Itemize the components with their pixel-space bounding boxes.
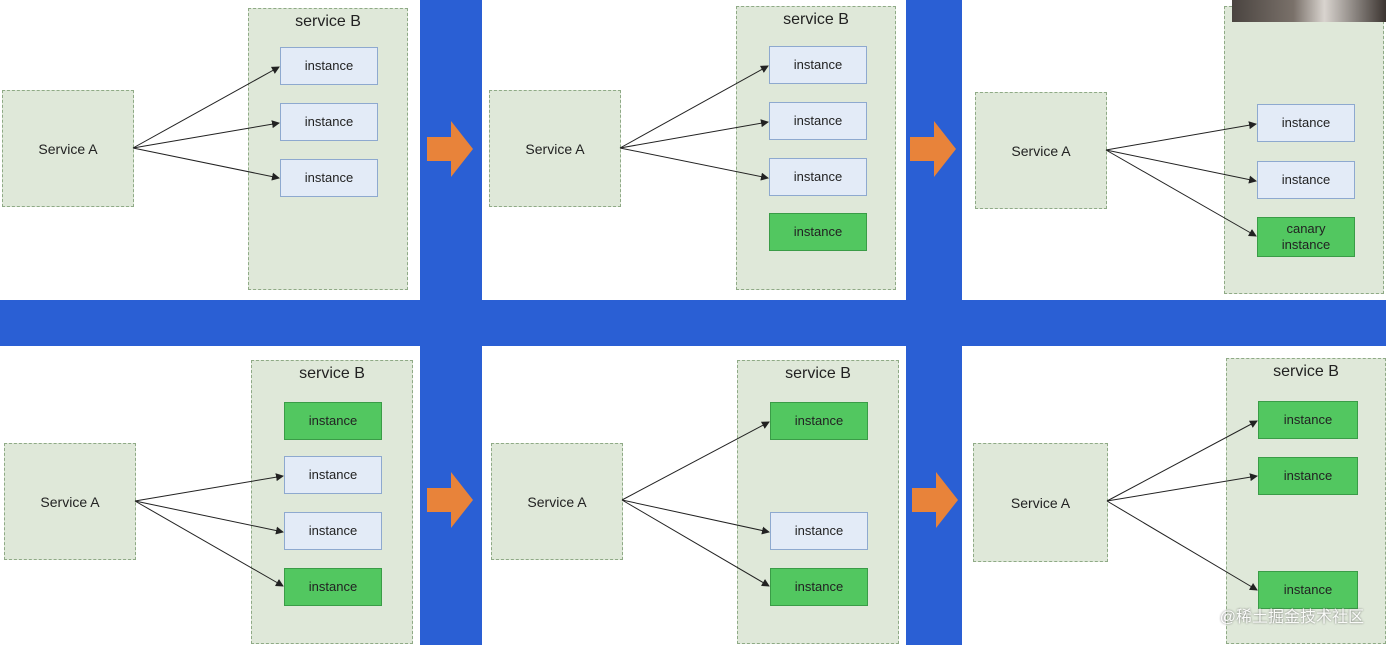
service-b-title: service B [785,365,851,382]
service-a-label: Service A [1011,142,1071,159]
instance-box: instance [770,512,868,550]
instance-box: instance [280,47,378,85]
new-instance-box: instance [284,568,382,606]
service-a-label: Service A [38,140,98,157]
service-a-label: Service A [40,493,100,510]
service-a-box: Service A [491,443,623,560]
new-instance-box: instance [770,568,868,606]
step-arrow-icon [427,121,473,177]
watermark-text: @稀土掘金技术社区 [1219,609,1364,626]
step-arrow-icon [910,121,956,177]
panel-row1-col2: Service A service B instance instance in… [482,0,906,300]
service-a-box: Service A [973,443,1108,562]
instance-box: instance [1257,161,1355,199]
instance-box: instance [280,103,378,141]
instance-box: instance [769,46,867,84]
new-instance-box: instance [770,402,868,440]
instance-box: instance [284,456,382,494]
instance-box: instance [280,159,378,197]
service-b-title: service B [1273,363,1339,380]
service-a-label: Service A [527,493,587,510]
panel-row1-col1: Service A service B instance instance in… [0,0,420,300]
panel-row2-col2: Service A service B instance instance in… [482,346,906,645]
canary-instance-box: canary instance [1257,217,1355,257]
service-b-title: service B [783,11,849,28]
instance-box: instance [769,158,867,196]
panel-row1-col3: Service A instance instance canary insta… [962,0,1386,300]
service-a-box: Service A [489,90,621,207]
new-instance-box: instance [284,402,382,440]
service-b-title: service B [295,13,361,30]
new-instance-box: instance [1258,401,1358,439]
panel-row2-col1: Service A service B instance instance in… [0,346,420,645]
new-instance-box: instance [769,213,867,251]
step-arrow-icon [912,472,958,528]
service-a-box: Service A [4,443,136,560]
instance-box: instance [769,102,867,140]
new-instance-box: instance [1258,457,1358,495]
service-a-box: Service A [975,92,1107,209]
service-a-label: Service A [1010,494,1071,511]
instance-box: instance [1257,104,1355,142]
service-b-title: service B [299,365,365,382]
step-arrow-icon [427,472,473,528]
service-a-label: Service A [525,140,585,157]
instance-box: instance [284,512,382,550]
panel-row2-col3: Service A service B instance instance in… [962,346,1386,645]
service-a-box: Service A [2,90,134,207]
new-instance-box: instance [1258,571,1358,609]
webcam-overlay [1232,0,1386,22]
